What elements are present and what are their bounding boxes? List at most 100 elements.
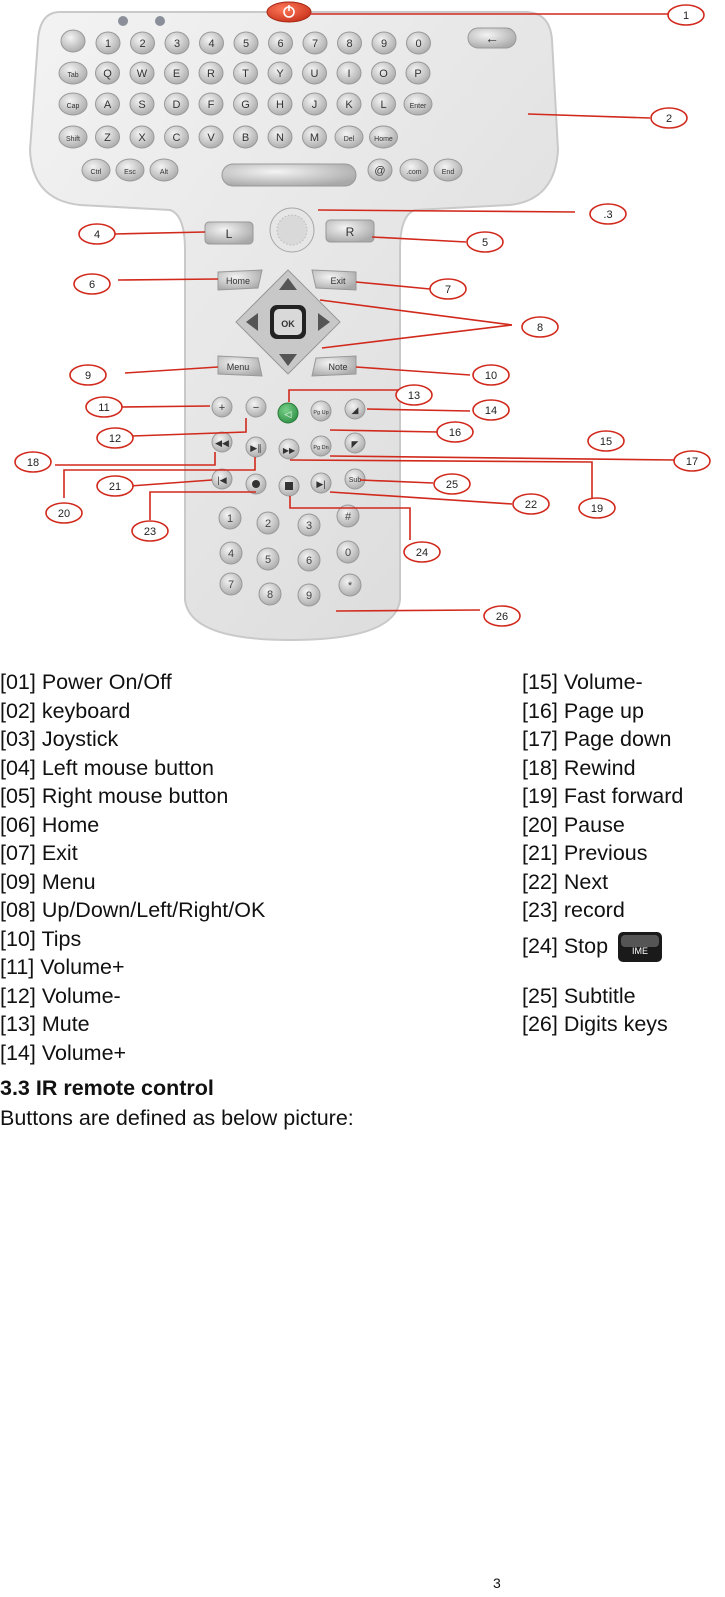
legend-item: [16] Page up xyxy=(522,697,683,726)
key-3: 3 xyxy=(164,31,190,55)
key-b: B xyxy=(233,125,258,149)
svg-text:Pg Up: Pg Up xyxy=(313,410,328,416)
digit-key-1: 1 xyxy=(218,506,242,530)
previous-button: |◀ xyxy=(211,468,233,490)
key-com: .com xyxy=(399,158,429,182)
callout-4: 4 xyxy=(78,223,116,245)
key-enter: Enter xyxy=(403,92,433,116)
key-i: I xyxy=(336,61,362,85)
stop-button xyxy=(278,475,300,497)
svg-text:S: S xyxy=(138,99,145,111)
svg-text:|◀: |◀ xyxy=(217,475,226,485)
svg-text:5: 5 xyxy=(243,38,249,50)
digit-key-8: 8 xyxy=(258,582,282,606)
svg-text:Shift: Shift xyxy=(66,136,80,143)
svg-text:Q: Q xyxy=(103,68,112,80)
svg-text:4: 4 xyxy=(228,548,234,560)
section-description: Buttons are defined as below picture: xyxy=(0,1106,354,1130)
svg-text:R: R xyxy=(346,225,355,239)
key-m: M xyxy=(302,125,327,149)
svg-text:L: L xyxy=(380,99,386,111)
legend-item: [23] record xyxy=(522,896,683,925)
svg-text:E: E xyxy=(173,68,180,80)
key-f: F xyxy=(198,92,224,116)
key-esc: Esc xyxy=(115,158,145,182)
svg-text:G: G xyxy=(241,99,250,111)
key-end: End xyxy=(433,158,463,182)
exit-button: Exit xyxy=(311,269,357,291)
svg-text:7: 7 xyxy=(228,579,234,591)
mouse-left-button: L xyxy=(204,221,254,245)
volume-minus-button: − xyxy=(245,396,267,418)
digit-key-star: * xyxy=(338,573,362,597)
svg-text:B: B xyxy=(242,132,249,144)
callout-13: 13 xyxy=(395,384,433,406)
callout-8: 8 xyxy=(521,316,559,338)
next-button: ▶| xyxy=(310,472,332,494)
callout-11: 11 xyxy=(85,396,123,418)
menu-button: Menu xyxy=(217,355,263,377)
callout-18: 18 xyxy=(14,451,52,473)
legend-item-text: [23] record xyxy=(522,898,625,922)
svg-text:.3: .3 xyxy=(603,209,612,221)
svg-text:3: 3 xyxy=(306,520,312,532)
svg-text:−: − xyxy=(253,402,259,414)
space-key xyxy=(221,163,357,187)
svg-text:8: 8 xyxy=(537,322,543,334)
svg-text:◀◀: ◀◀ xyxy=(215,438,229,448)
svg-text:2: 2 xyxy=(139,38,145,50)
callout-21: 21 xyxy=(96,475,134,497)
legend-item: [22] Next xyxy=(522,868,683,897)
fast-forward-button: ▶▶ xyxy=(278,438,300,460)
svg-text:Alt: Alt xyxy=(160,169,168,176)
legend-item-text: [26] Digits keys xyxy=(522,1012,668,1036)
legend-item-text: [15] Volume- xyxy=(522,670,643,694)
key-x: X xyxy=(129,125,155,149)
svg-text:IME: IME xyxy=(632,946,648,956)
mute-button: ◁ xyxy=(277,402,299,424)
digit-key-hash: # xyxy=(336,504,360,528)
svg-text:7: 7 xyxy=(445,284,451,296)
digit-key-6: 6 xyxy=(297,548,321,572)
svg-text:X: X xyxy=(138,132,146,144)
callout-25: 25 xyxy=(433,473,471,495)
callout-15: 15 xyxy=(587,430,625,452)
legend-item-text: [18] Rewind xyxy=(522,755,636,780)
legend-item: [12] Volume- xyxy=(0,983,121,1008)
legend-item: [06] Home xyxy=(0,812,100,837)
key-7: 7 xyxy=(302,31,328,55)
svg-text:22: 22 xyxy=(525,499,537,511)
key-tab: Tab xyxy=(58,61,88,85)
svg-text:20: 20 xyxy=(58,508,70,520)
digit-key-0: 0 xyxy=(336,540,360,564)
legend-item: [02] keyboard xyxy=(0,698,131,723)
svg-text:Home: Home xyxy=(226,276,250,286)
svg-text:T: T xyxy=(242,68,249,80)
svg-text:←: ← xyxy=(485,30,499,46)
key-ctrl: Ctrl xyxy=(81,158,111,182)
legend-item-text: [25] Subtitle xyxy=(522,983,636,1008)
legend-item: [10] Tips xyxy=(0,926,82,951)
svg-text:I: I xyxy=(347,68,350,80)
key-j: J xyxy=(302,92,327,116)
svg-text:8: 8 xyxy=(267,589,273,601)
callout-2: 2 xyxy=(650,107,688,129)
svg-text:21: 21 xyxy=(109,481,121,493)
legend-item: [11] Volume+ xyxy=(0,955,125,979)
svg-text:Ctrl: Ctrl xyxy=(91,169,102,176)
svg-text:16: 16 xyxy=(449,427,461,439)
key-d: D xyxy=(164,92,189,116)
legend-item-text: [17] Page down xyxy=(522,727,672,751)
svg-text:L: L xyxy=(226,227,233,241)
digit-key-5: 5 xyxy=(256,547,280,571)
svg-text:8: 8 xyxy=(346,38,352,50)
svg-text:25: 25 xyxy=(446,479,458,491)
svg-text:M: M xyxy=(310,132,319,144)
legend-item: [14] Volume+ xyxy=(0,1040,127,1065)
svg-text:2: 2 xyxy=(666,113,672,125)
legend-item: [15] Volume- xyxy=(522,668,683,697)
key-alt: Alt xyxy=(149,158,179,182)
